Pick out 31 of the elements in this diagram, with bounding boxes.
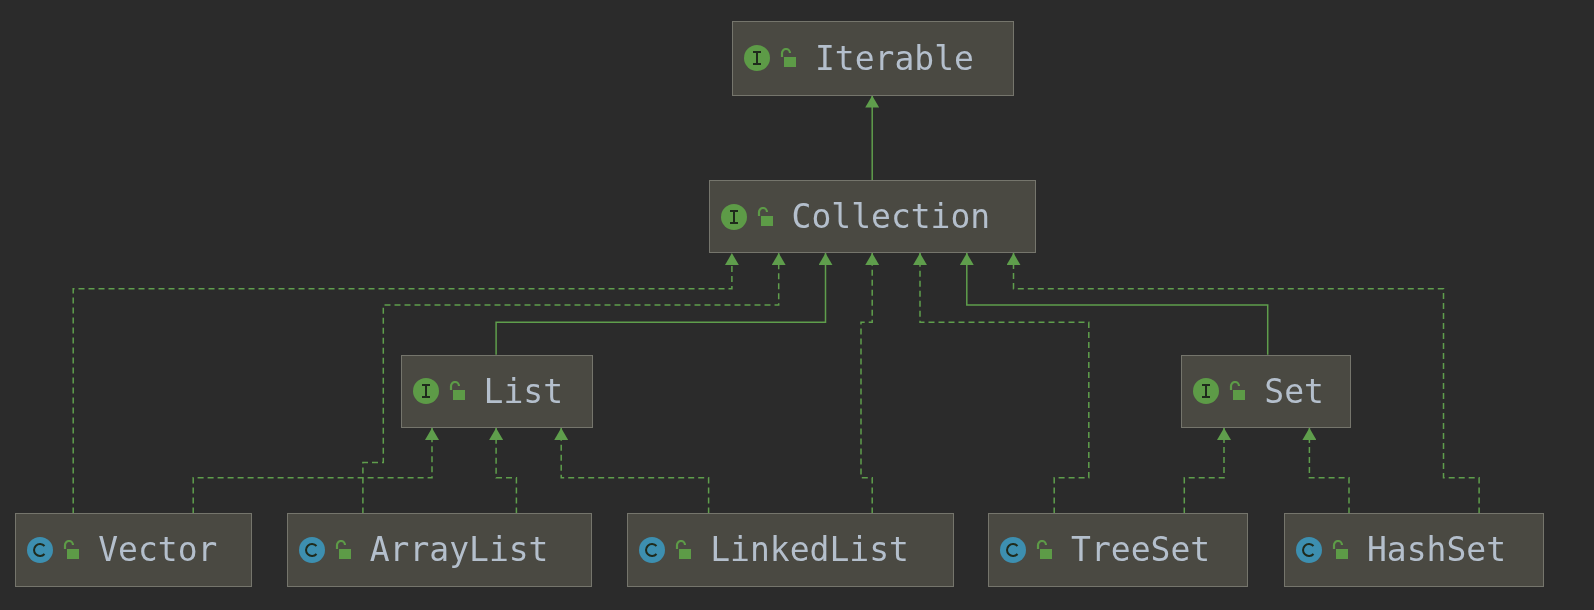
class-name: List — [483, 371, 563, 411]
class-name: ArrayList — [369, 530, 549, 570]
class-name: Set — [1264, 371, 1324, 411]
inheritance-arrow — [959, 252, 1269, 356]
realization-arrow — [72, 252, 739, 515]
class-box — [15, 513, 253, 587]
class-name: TreeSet — [1071, 530, 1211, 570]
class-box — [627, 513, 954, 587]
realization-arrow — [1006, 252, 1480, 515]
interface-box — [400, 354, 593, 428]
realization-arrow — [860, 252, 880, 515]
realization-arrow — [192, 427, 439, 515]
realization-arrow — [1302, 427, 1350, 515]
realization-arrow — [489, 427, 518, 515]
class-name: HashSet — [1366, 530, 1506, 570]
interface-box — [1181, 354, 1352, 428]
class-box — [988, 513, 1249, 587]
class-box — [1283, 513, 1545, 587]
class-name: Collection — [791, 197, 991, 236]
interface-box — [708, 179, 1036, 254]
realization-arrow — [362, 252, 786, 515]
inheritance-arrow — [865, 94, 880, 181]
class-box — [286, 513, 592, 587]
class-name: LinkedList — [710, 530, 909, 570]
inheritance-arrow — [495, 252, 833, 356]
class-name: Iterable — [814, 38, 974, 78]
interface-box — [731, 21, 1014, 96]
realization-arrow — [1183, 427, 1231, 515]
realization-arrow — [913, 252, 1090, 515]
realization-arrow — [554, 427, 710, 515]
class-name: Vector — [98, 530, 218, 570]
